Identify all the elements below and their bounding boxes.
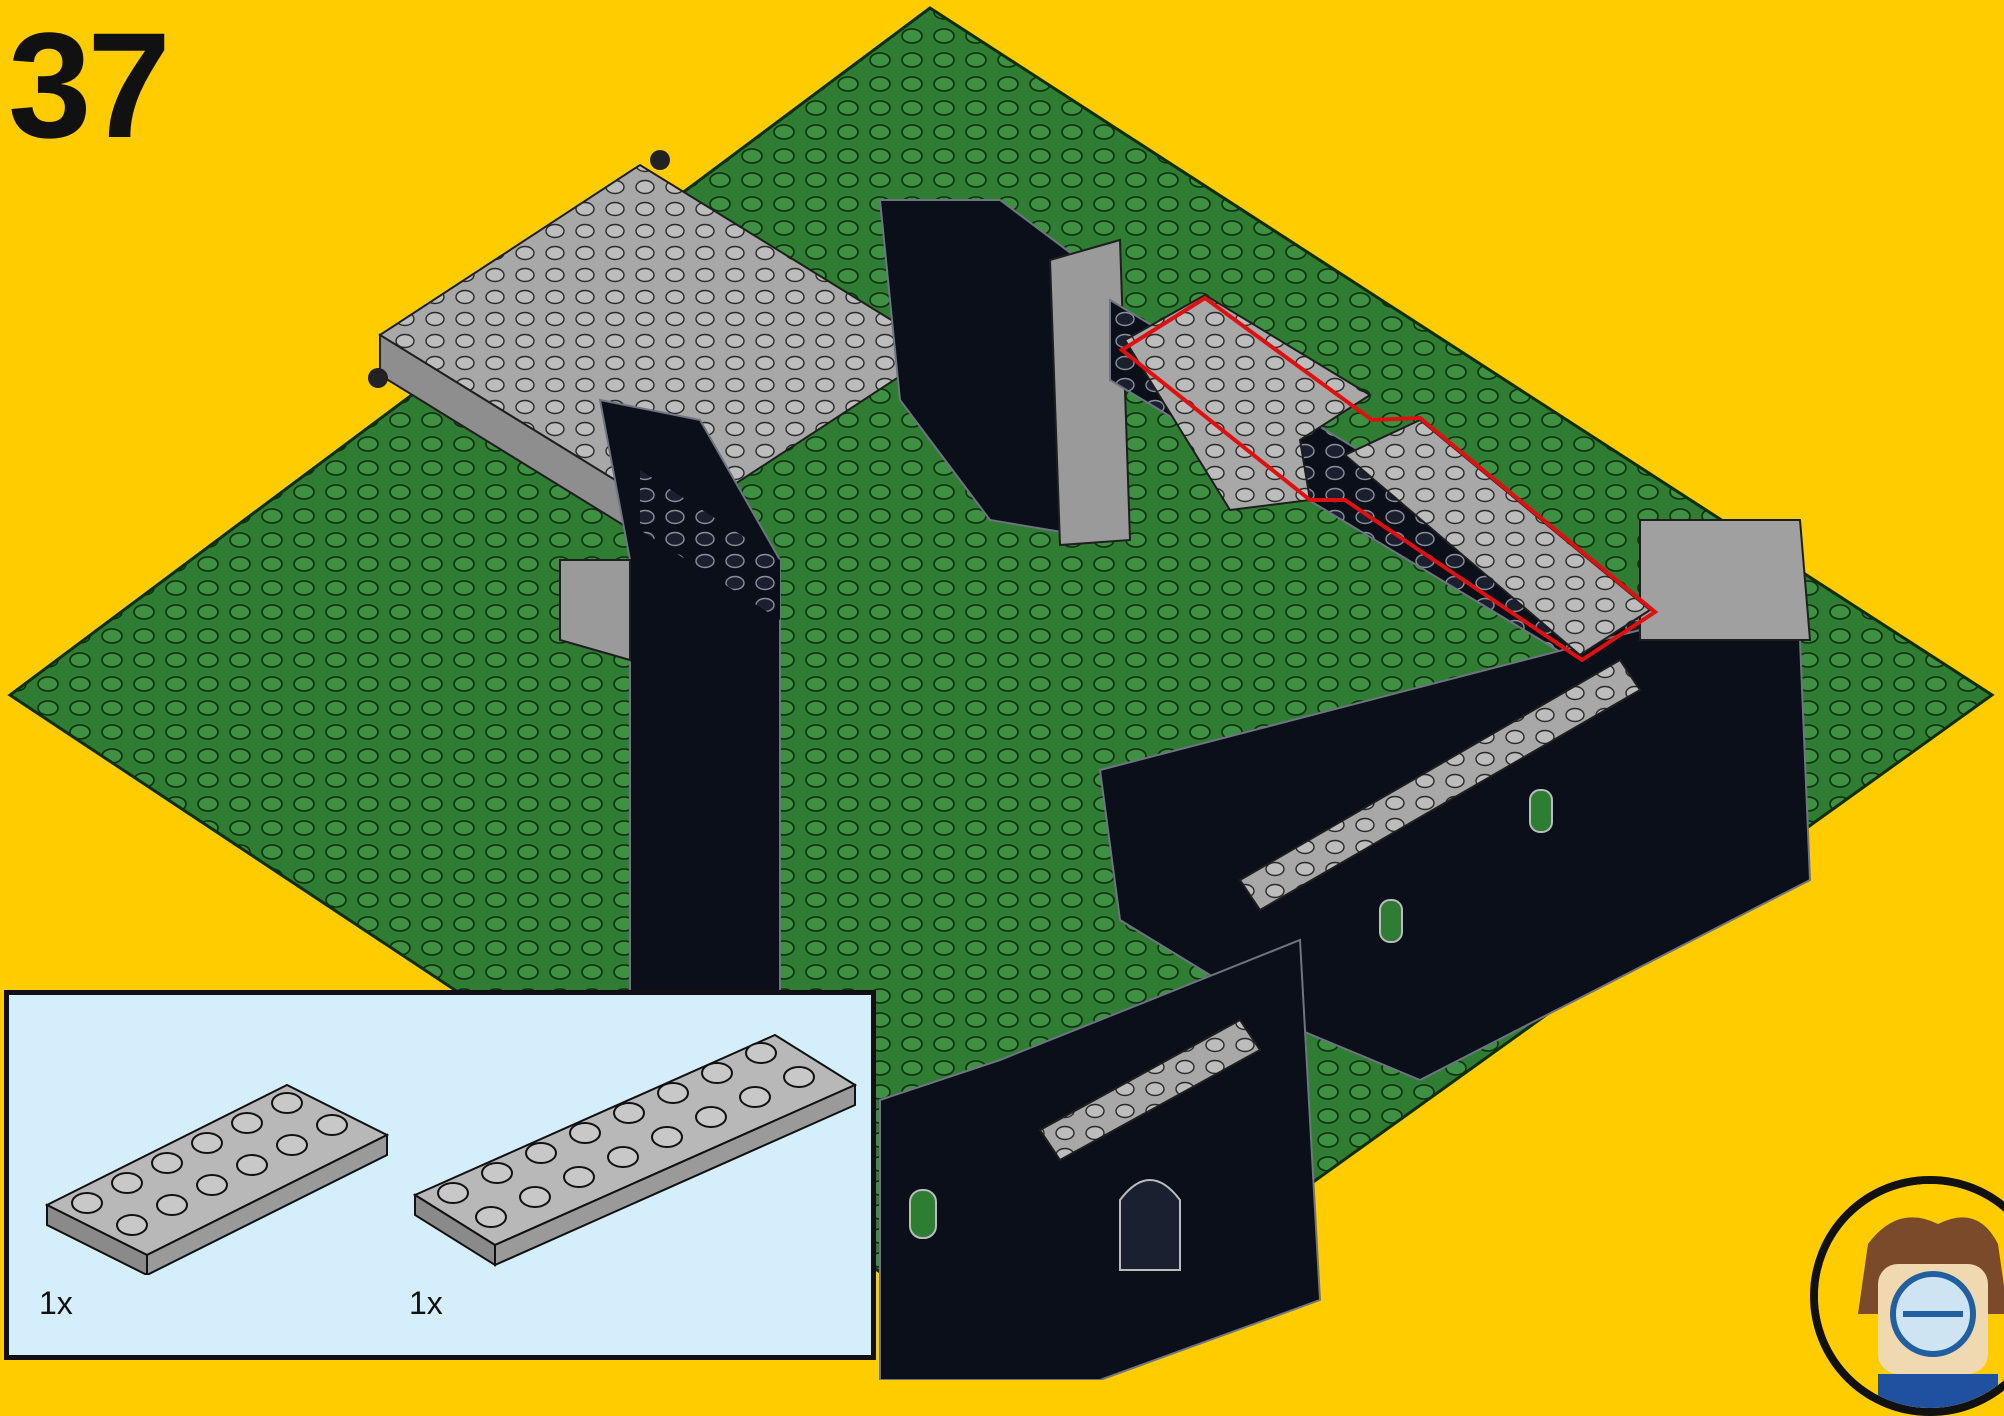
parts-list-panel: 1x 1x <box>4 990 876 1360</box>
part-plate-2x8-icon <box>405 1025 865 1275</box>
part-quantity-label: 1x <box>39 1285 73 1322</box>
part-plate-2x6-icon <box>37 1075 397 1275</box>
part-quantity-label: 1x <box>409 1285 443 1322</box>
step-number: 37 <box>8 10 167 160</box>
